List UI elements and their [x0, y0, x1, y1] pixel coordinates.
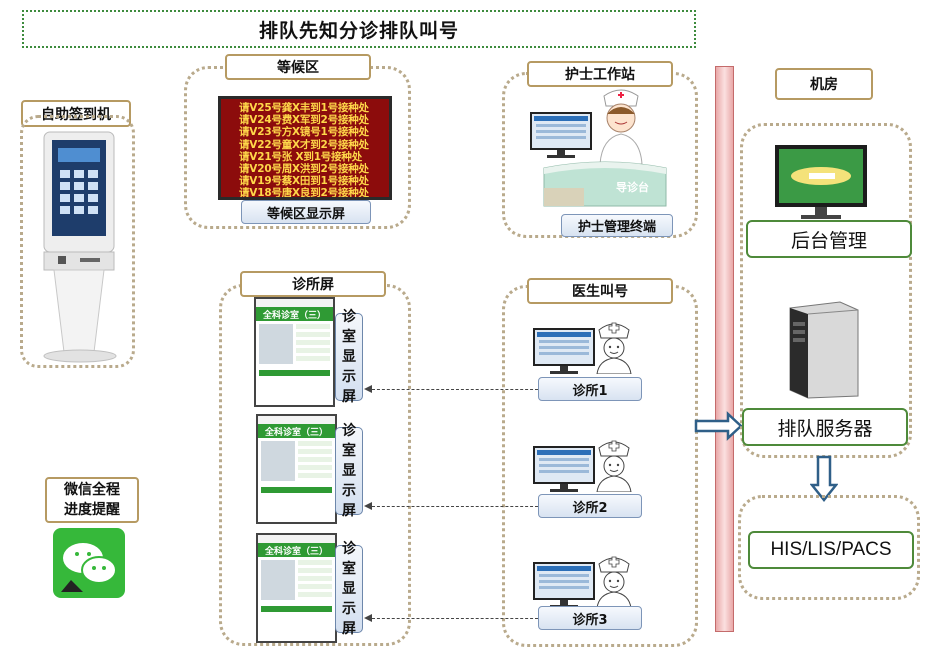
his-group [738, 495, 920, 600]
clinic-room-screen: 全科诊室（三） [254, 297, 335, 407]
reception-desk-icon: 导诊台 [543, 161, 667, 207]
kiosk-group [20, 115, 135, 368]
waiting-area-label: 等候区 [225, 54, 371, 80]
backend-management: 后台管理 [746, 220, 912, 258]
backend-monitor-icon [775, 145, 867, 219]
led-line: 请V25号龚X丰到1号接种处 [239, 102, 369, 114]
led-line: 请V21号张 X到1号接种处 [239, 150, 362, 163]
monitor-icon [530, 112, 592, 158]
kiosk-icon [43, 131, 117, 363]
clinic-room-title: 全科诊室（三） [258, 424, 335, 438]
doctor-icon [596, 322, 632, 374]
led-line: 请V23号方X镜号1号接种处 [239, 126, 369, 139]
page-title: 排队先知分诊排队叫号 [22, 10, 696, 48]
clinic-1-label: 诊所1 [538, 377, 642, 401]
led-line: 请V19号蔡X田到1号接种处 [239, 175, 369, 188]
wechat-label-line1: 微信全程 [64, 482, 120, 498]
call-arrow [372, 618, 538, 619]
clinic-room-screen-label: 诊室显示屏 [335, 423, 363, 519]
doctor-icon [596, 440, 632, 492]
server-room-label: 机房 [775, 68, 873, 100]
doctor-photo [261, 441, 295, 481]
clinic-2-label: 诊所2 [538, 494, 642, 518]
his-lis-pacs: HIS/LIS/PACS [748, 531, 914, 569]
led-line: 请V24号费X军到2号接种处 [239, 114, 369, 127]
clinic-3-label: 诊所3 [538, 606, 642, 630]
monitor-icon [533, 446, 595, 492]
clinic-room-title: 全科诊室（三） [256, 307, 333, 321]
call-arrowhead [364, 502, 372, 510]
wechat-label: 微信全程 进度提醒 [45, 477, 139, 523]
monitor-icon [533, 562, 595, 608]
clinic-room-screen-label: 诊室显示屏 [335, 309, 363, 405]
server-tower-icon [789, 301, 859, 399]
wechat-label-line2: 进度提醒 [64, 502, 120, 518]
kiosk-label: 自助签到机 [21, 100, 131, 127]
nurse-terminal-caption: 护士管理终端 [561, 214, 673, 237]
down-arrow-icon [810, 455, 838, 503]
nurse-station-label: 护士工作站 [527, 61, 673, 87]
waiting-led-screen: 请V25号龚X丰到1号接种处 请V24号费X军到2号接种处 请V23号方X镜号1… [218, 96, 392, 200]
call-arrowhead [364, 385, 372, 393]
clinic-room-screen: 全科诊室（三） [256, 414, 337, 524]
network-bus [715, 66, 734, 632]
waiting-screen-caption: 等候区显示屏 [241, 200, 371, 224]
desk-text: 导诊台 [616, 180, 649, 194]
doctor-call-label: 医生叫号 [527, 278, 673, 304]
led-line: 请V22号童X才到2号接种处 [239, 138, 369, 151]
monitor-icon [533, 328, 595, 374]
led-line: 请V20号周X洪到2号接种处 [239, 163, 369, 176]
queue-server: 排队服务器 [742, 408, 908, 446]
clinic-screens-label: 诊所屏 [240, 271, 386, 297]
doctor-photo [259, 324, 293, 364]
wechat-icon [53, 528, 125, 598]
call-arrowhead [364, 614, 372, 622]
doctor-icon [596, 556, 632, 608]
clinic-room-title: 全科诊室（三） [258, 543, 335, 557]
clinic-room-screen: 全科诊室（三） [256, 533, 337, 643]
call-arrow [372, 389, 538, 390]
call-arrow [372, 506, 538, 507]
led-line: 请V18号唐X良到2号接种处 [239, 187, 369, 200]
doctor-photo [261, 560, 295, 600]
nurse-icon [599, 89, 643, 164]
clinic-room-screen-label: 诊室显示屏 [335, 541, 363, 637]
bus-arrow-icon [694, 411, 743, 441]
